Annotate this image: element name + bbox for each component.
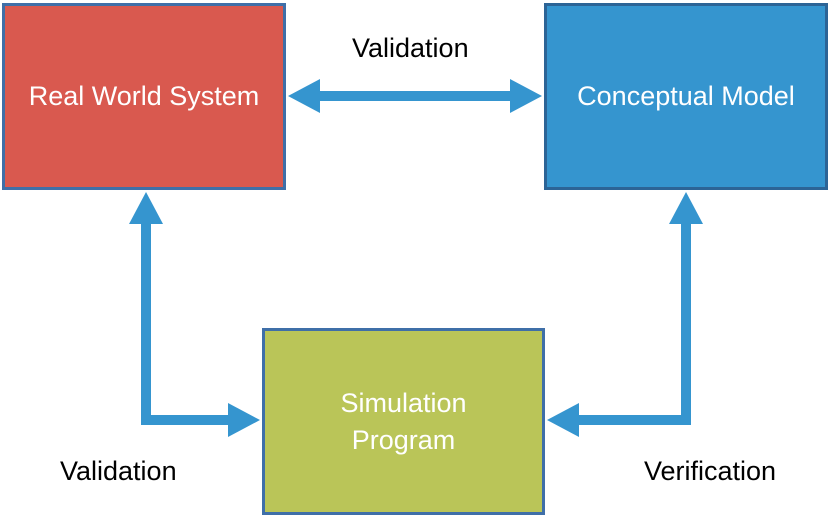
arrowhead-up-at-conceptual — [669, 192, 703, 224]
real-world-system-box: Real World System — [2, 3, 286, 190]
simulation-program-box: Simulation Program — [262, 328, 545, 515]
arrowhead-up-at-real — [129, 192, 163, 224]
arrow-conceptual-simulation-line — [577, 222, 691, 425]
conceptual-model-box: Conceptual Model — [544, 3, 828, 190]
edge-label-validation-top: Validation — [352, 33, 469, 63]
conceptual-model-label: Conceptual Model — [577, 81, 795, 112]
arrowhead-right-at-conceptual — [510, 79, 542, 113]
edge-label-verification: Verification — [644, 456, 777, 486]
arrowhead-left-at-simulation — [547, 403, 579, 437]
arrowhead-right-at-simulation — [228, 403, 260, 437]
arrow-real-simulation-line — [141, 222, 230, 425]
simulation-program-label: Simulation Program — [340, 388, 467, 455]
edge-label-validation-left: Validation — [60, 456, 177, 486]
arrowhead-left-at-real — [288, 79, 320, 113]
real-world-system-label: Real World System — [28, 81, 260, 112]
